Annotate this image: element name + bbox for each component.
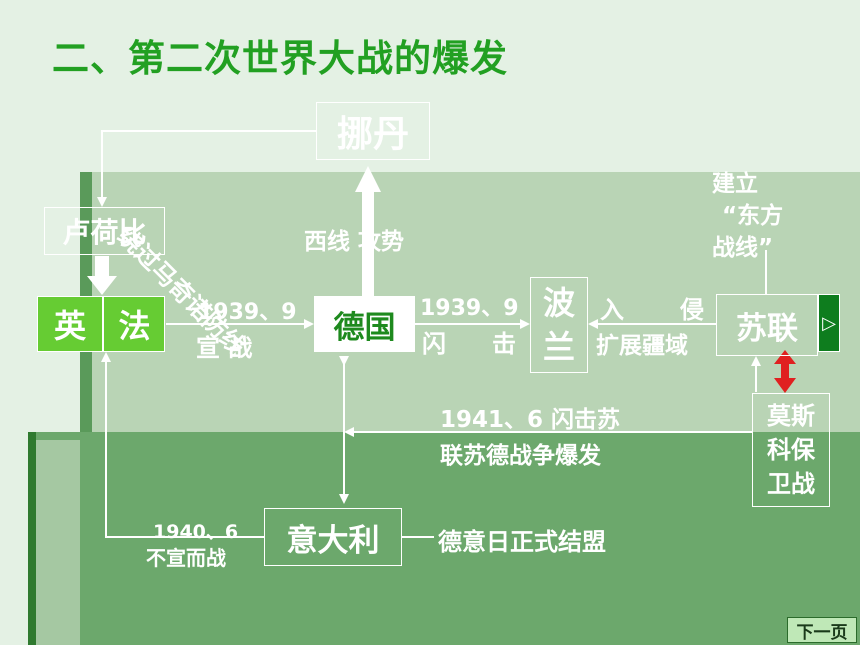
node-moscow-line1: 莫斯 — [767, 402, 815, 430]
node-poland-char1: 波 — [542, 284, 575, 322]
label-ussr-attack-2: 联苏德战争爆发 — [440, 443, 601, 469]
node-britain-france: 英 法 — [37, 296, 165, 352]
page-title: 二、第二次世界大战的爆发 — [52, 37, 508, 80]
label-east-front-3: 战线” — [712, 235, 774, 261]
node-moscow: 莫斯 科保 卫战 — [752, 393, 830, 507]
node-luxembourg: 卢荷比 — [44, 207, 165, 255]
node-germany: 德国 — [314, 296, 415, 352]
arrow-germany-to-denmark — [355, 166, 381, 296]
node-moscow-line3: 卫战 — [767, 470, 815, 498]
label-declare-date: 1939、9 — [198, 300, 297, 325]
red-double-arrow — [774, 350, 796, 393]
label-declare-war: 宣 战 — [196, 334, 253, 362]
label-ussr-attack-1: 1941、6 闪击苏 — [440, 407, 621, 433]
line-italy-to-france — [101, 352, 264, 538]
label-invade-right: 侵 — [680, 296, 704, 324]
label-alliance: 德意日正式结盟 — [438, 528, 606, 556]
node-poland-char2: 兰 — [542, 328, 575, 366]
play-button[interactable]: ▷ — [818, 294, 840, 352]
label-invade-left: 入 — [600, 296, 624, 324]
node-poland: 波 兰 — [530, 277, 588, 373]
node-britain: 英 — [53, 307, 86, 345]
label-expand: 扩展疆域 — [596, 333, 688, 359]
label-blitz-right: 击 — [492, 330, 516, 358]
background-dark — [28, 432, 860, 645]
node-italy: 意大利 — [264, 508, 402, 566]
label-east-front-1: 建立 — [712, 171, 758, 197]
node-ussr: 苏联 — [716, 294, 818, 356]
node-divider — [102, 297, 104, 351]
label-italy-war: 不宣而战 — [146, 546, 226, 570]
line-denmark-to-luxembourg — [97, 130, 316, 207]
node-denmark: 挪丹 — [316, 102, 430, 160]
arrow-luxembourg-to-france — [87, 256, 117, 295]
label-blitz-left: 闪 — [422, 330, 446, 358]
node-france: 法 — [118, 307, 151, 345]
label-east-front-2: “东方 — [722, 203, 784, 229]
next-page-button[interactable]: 下一页 — [787, 617, 857, 643]
label-blitz-date: 1939、9 — [420, 296, 519, 321]
background-dark-edge — [28, 432, 36, 645]
label-italy-date: 1940、6 — [153, 521, 239, 543]
background-strip — [36, 440, 80, 645]
node-moscow-line2: 科保 — [767, 436, 815, 464]
label-west-offensive: 西线 攻势 — [304, 229, 405, 255]
